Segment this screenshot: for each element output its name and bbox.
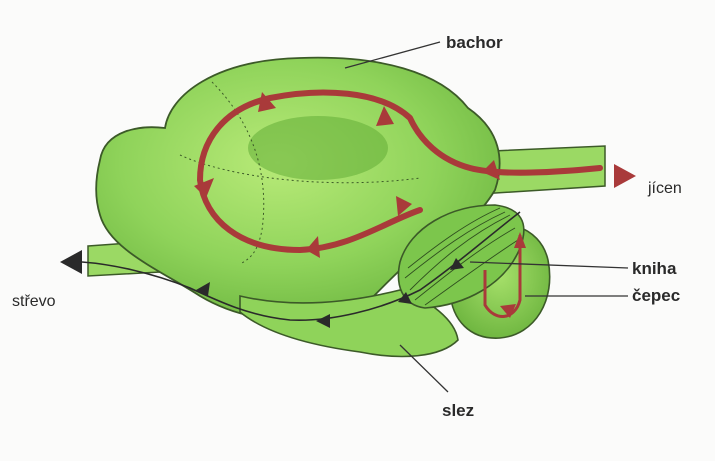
arrow-to-jicen [614, 164, 636, 188]
intestine-exit-arrow [60, 250, 82, 274]
rumen-shade [248, 116, 388, 180]
label-kniha: kniha [632, 259, 677, 278]
label-jicen: jícen [647, 180, 682, 197]
label-cepec: čepec [632, 286, 680, 305]
label-slez: slez [442, 401, 474, 420]
leader-bachor [345, 42, 440, 68]
label-strevo: střevo [12, 293, 56, 310]
label-bachor: bachor [446, 33, 503, 52]
